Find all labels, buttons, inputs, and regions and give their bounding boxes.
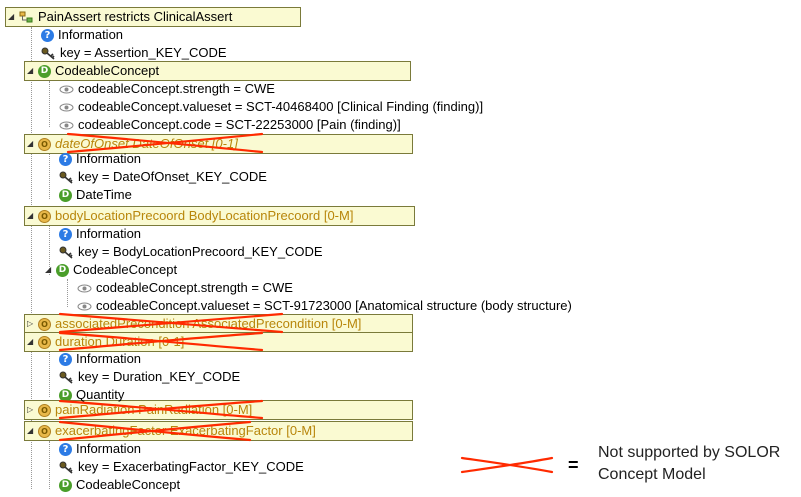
data-type-icon: D <box>59 388 72 402</box>
expand-arrow-icon[interactable]: ▷ <box>27 319 34 328</box>
key-label: key = BodyLocationPrecoord_KEY_CODE <box>78 244 323 259</box>
information-label: Information <box>76 151 142 166</box>
legend-line-2: Concept Model <box>598 466 706 483</box>
root-key-label: key = Assertion_KEY_CODE <box>60 45 227 60</box>
eye-icon <box>59 83 74 96</box>
key-label: key = DateOfOnset_KEY_CODE <box>78 169 267 184</box>
information-icon: ? <box>59 352 72 366</box>
optional-attribute-icon: O <box>38 424 51 438</box>
root-label: PainAssert restricts ClinicalAssert <box>38 9 233 24</box>
codeable-highlight <box>24 61 411 81</box>
tree-node-information[interactable]: ? Information <box>59 350 141 368</box>
codeable-concept-label: CodeableConcept <box>76 477 181 492</box>
information-label: Information <box>58 27 124 42</box>
information-label: Information <box>76 441 142 456</box>
optional-attribute-icon: O <box>38 209 51 223</box>
root-highlight <box>5 7 301 27</box>
tree-node-information[interactable]: ? Information <box>59 225 141 243</box>
tree-node-valueset[interactable]: codeableConcept.valueset = SCT-40468400 … <box>59 98 483 116</box>
eye-icon <box>77 300 92 313</box>
tree-node-exacerbating-factor[interactable]: ◢ O exacerbatingFactor ExacerbatingFacto… <box>27 422 316 440</box>
key-icon <box>59 371 74 384</box>
tree-node-body-location[interactable]: ◢ O bodyLocationPrecoord BodyLocationPre… <box>27 207 353 225</box>
tree-node-code[interactable]: codeableConcept.code = SCT-22253000 [Pai… <box>59 116 401 134</box>
legend-cross-mark <box>460 456 554 474</box>
tree-node-codeable-concept[interactable]: ◢ D CodeableConcept <box>27 62 159 80</box>
exacerbating-factor-label: exacerbatingFactor ExacerbatingFactor [0… <box>55 423 316 438</box>
tree-node-datetime[interactable]: D DateTime <box>59 186 132 204</box>
legend-equals: = <box>568 455 579 475</box>
valueset-label: codeableConcept.valueset = SCT-40468400 … <box>78 99 484 114</box>
collapse-arrow-icon[interactable]: ◢ <box>27 66 34 75</box>
tree-node-pain-radiation[interactable]: ▷ O painRadiation PainRadiation [0-M] <box>27 401 252 419</box>
tree-node-information[interactable]: ? Information <box>59 440 141 458</box>
tree-node-key[interactable]: key = BodyLocationPrecoord_KEY_CODE <box>59 243 323 261</box>
data-type-icon: D <box>38 64 51 78</box>
key-icon <box>59 461 74 474</box>
collapse-arrow-icon[interactable]: ◢ <box>27 426 34 435</box>
collapse-arrow-icon[interactable]: ◢ <box>8 12 15 21</box>
tree-node-duration[interactable]: ◢ O duration Duration [0-1] <box>27 333 184 351</box>
collapse-arrow-icon[interactable]: ◢ <box>27 337 34 346</box>
class-icon <box>19 11 34 24</box>
valueset-label: codeableConcept.valueset = SCT-91723000 … <box>96 298 572 313</box>
key-label: key = ExacerbatingFactor_KEY_CODE <box>78 459 304 474</box>
key-label: key = Duration_KEY_CODE <box>78 369 241 384</box>
tree-node-key[interactable]: key = DateOfOnset_KEY_CODE <box>59 168 267 186</box>
collapse-arrow-icon[interactable]: ◢ <box>45 265 52 274</box>
optional-attribute-icon: O <box>38 335 51 349</box>
data-type-icon: D <box>56 263 69 277</box>
tree-node-codeable-concept[interactable]: ◢ D CodeableConcept <box>45 261 177 279</box>
tree-node-key[interactable]: key = ExacerbatingFactor_KEY_CODE <box>59 458 304 476</box>
key-icon <box>59 171 74 184</box>
duration-label: duration Duration [0-1] <box>55 334 185 349</box>
eye-icon <box>59 101 74 114</box>
collapse-arrow-icon[interactable]: ◢ <box>27 139 34 148</box>
tree-node-associated-precondition[interactable]: ▷ O associatedPrecondition AssociatedPre… <box>27 315 361 333</box>
body-location-highlight <box>24 206 415 226</box>
key-icon <box>41 47 56 60</box>
codeable-concept-label: CodeableConcept <box>73 262 178 277</box>
code-label: codeableConcept.code = SCT-22253000 [Pai… <box>78 117 401 132</box>
tree-node-valueset[interactable]: codeableConcept.valueset = SCT-91723000 … <box>77 297 572 315</box>
tree-node-quantity[interactable]: D Quantity <box>59 386 124 404</box>
tree-node-strength[interactable]: codeableConcept.strength = CWE <box>59 80 275 98</box>
optional-attribute-icon: O <box>38 403 51 417</box>
information-label: Information <box>76 351 142 366</box>
legend-cross-mark <box>460 456 554 474</box>
tree-node-strength[interactable]: codeableConcept.strength = CWE <box>77 279 293 297</box>
associated-precondition-label: associatedPrecondition AssociatedPrecond… <box>55 316 362 331</box>
optional-attribute-icon: O <box>38 137 51 151</box>
collapse-arrow-icon[interactable]: ◢ <box>27 211 34 220</box>
tree-node-key[interactable]: key = Duration_KEY_CODE <box>59 368 240 386</box>
data-type-icon: D <box>59 188 72 202</box>
tree-node-codeable-concept[interactable]: D CodeableConcept <box>59 476 180 494</box>
key-icon <box>59 246 74 259</box>
expand-arrow-icon[interactable]: ▷ <box>27 405 34 414</box>
tree-node-root[interactable]: ◢ PainAssert restricts ClinicalAssert <box>8 8 232 26</box>
quantity-label: Quantity <box>76 387 125 402</box>
body-location-label: bodyLocationPrecoord BodyLocationPrecoor… <box>55 208 354 223</box>
codeable-concept-label: CodeableConcept <box>55 63 160 78</box>
pain-radiation-label: painRadiation PainRadiation [0-M] <box>55 402 253 417</box>
information-icon: ? <box>59 227 72 241</box>
tree-node-information[interactable]: ? Information <box>41 26 123 44</box>
optional-attribute-icon: O <box>38 317 51 331</box>
data-type-icon: D <box>59 478 72 492</box>
legend-text: Not supported by SOLOR Concept Model <box>598 442 780 486</box>
tree-node-information[interactable]: ? Information <box>59 150 141 168</box>
datetime-label: DateTime <box>76 187 132 202</box>
information-icon: ? <box>59 442 72 456</box>
information-icon: ? <box>59 152 72 166</box>
information-label: Information <box>76 226 142 241</box>
information-icon: ? <box>41 28 54 42</box>
eye-icon <box>77 282 92 295</box>
legend-line-1: Not supported by SOLOR <box>598 444 781 461</box>
tree-node-root-key[interactable]: key = Assertion_KEY_CODE <box>41 44 227 62</box>
eye-icon <box>59 119 74 132</box>
strength-label: codeableConcept.strength = CWE <box>96 280 293 295</box>
strength-label: codeableConcept.strength = CWE <box>78 81 275 96</box>
